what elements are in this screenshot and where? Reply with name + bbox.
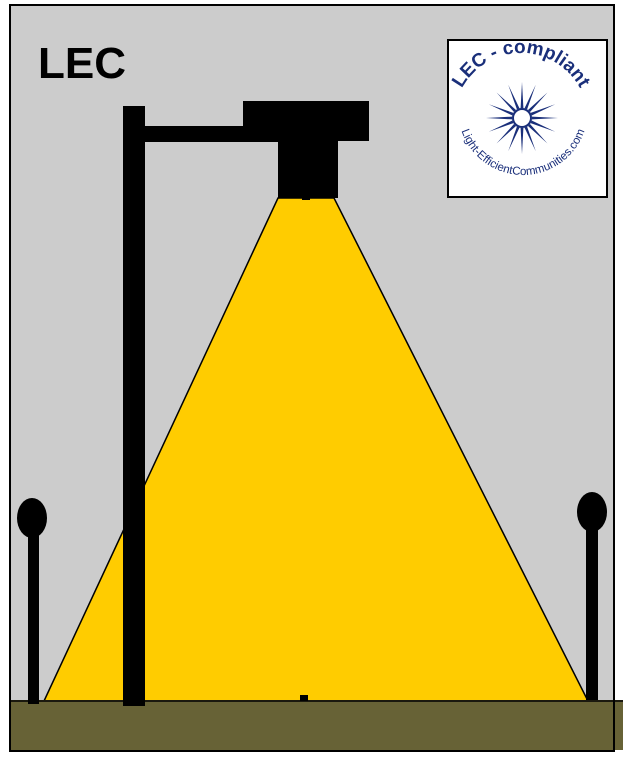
left-bollard-post bbox=[28, 532, 39, 704]
sunburst-center bbox=[513, 109, 531, 127]
luminaire-head bbox=[243, 101, 369, 141]
lec-compliant-badge: LEC - compliant Light-EfficientCommuniti… bbox=[448, 37, 607, 197]
diagram-title: LEC bbox=[38, 39, 126, 88]
street-light-pole bbox=[123, 106, 145, 706]
ground-center-mark bbox=[300, 695, 308, 701]
ground bbox=[11, 700, 623, 750]
sunburst-icon bbox=[486, 82, 558, 154]
luminaire-housing bbox=[278, 138, 338, 198]
luminaire-lens-mark bbox=[302, 196, 310, 200]
right-bollard-post bbox=[586, 526, 598, 700]
